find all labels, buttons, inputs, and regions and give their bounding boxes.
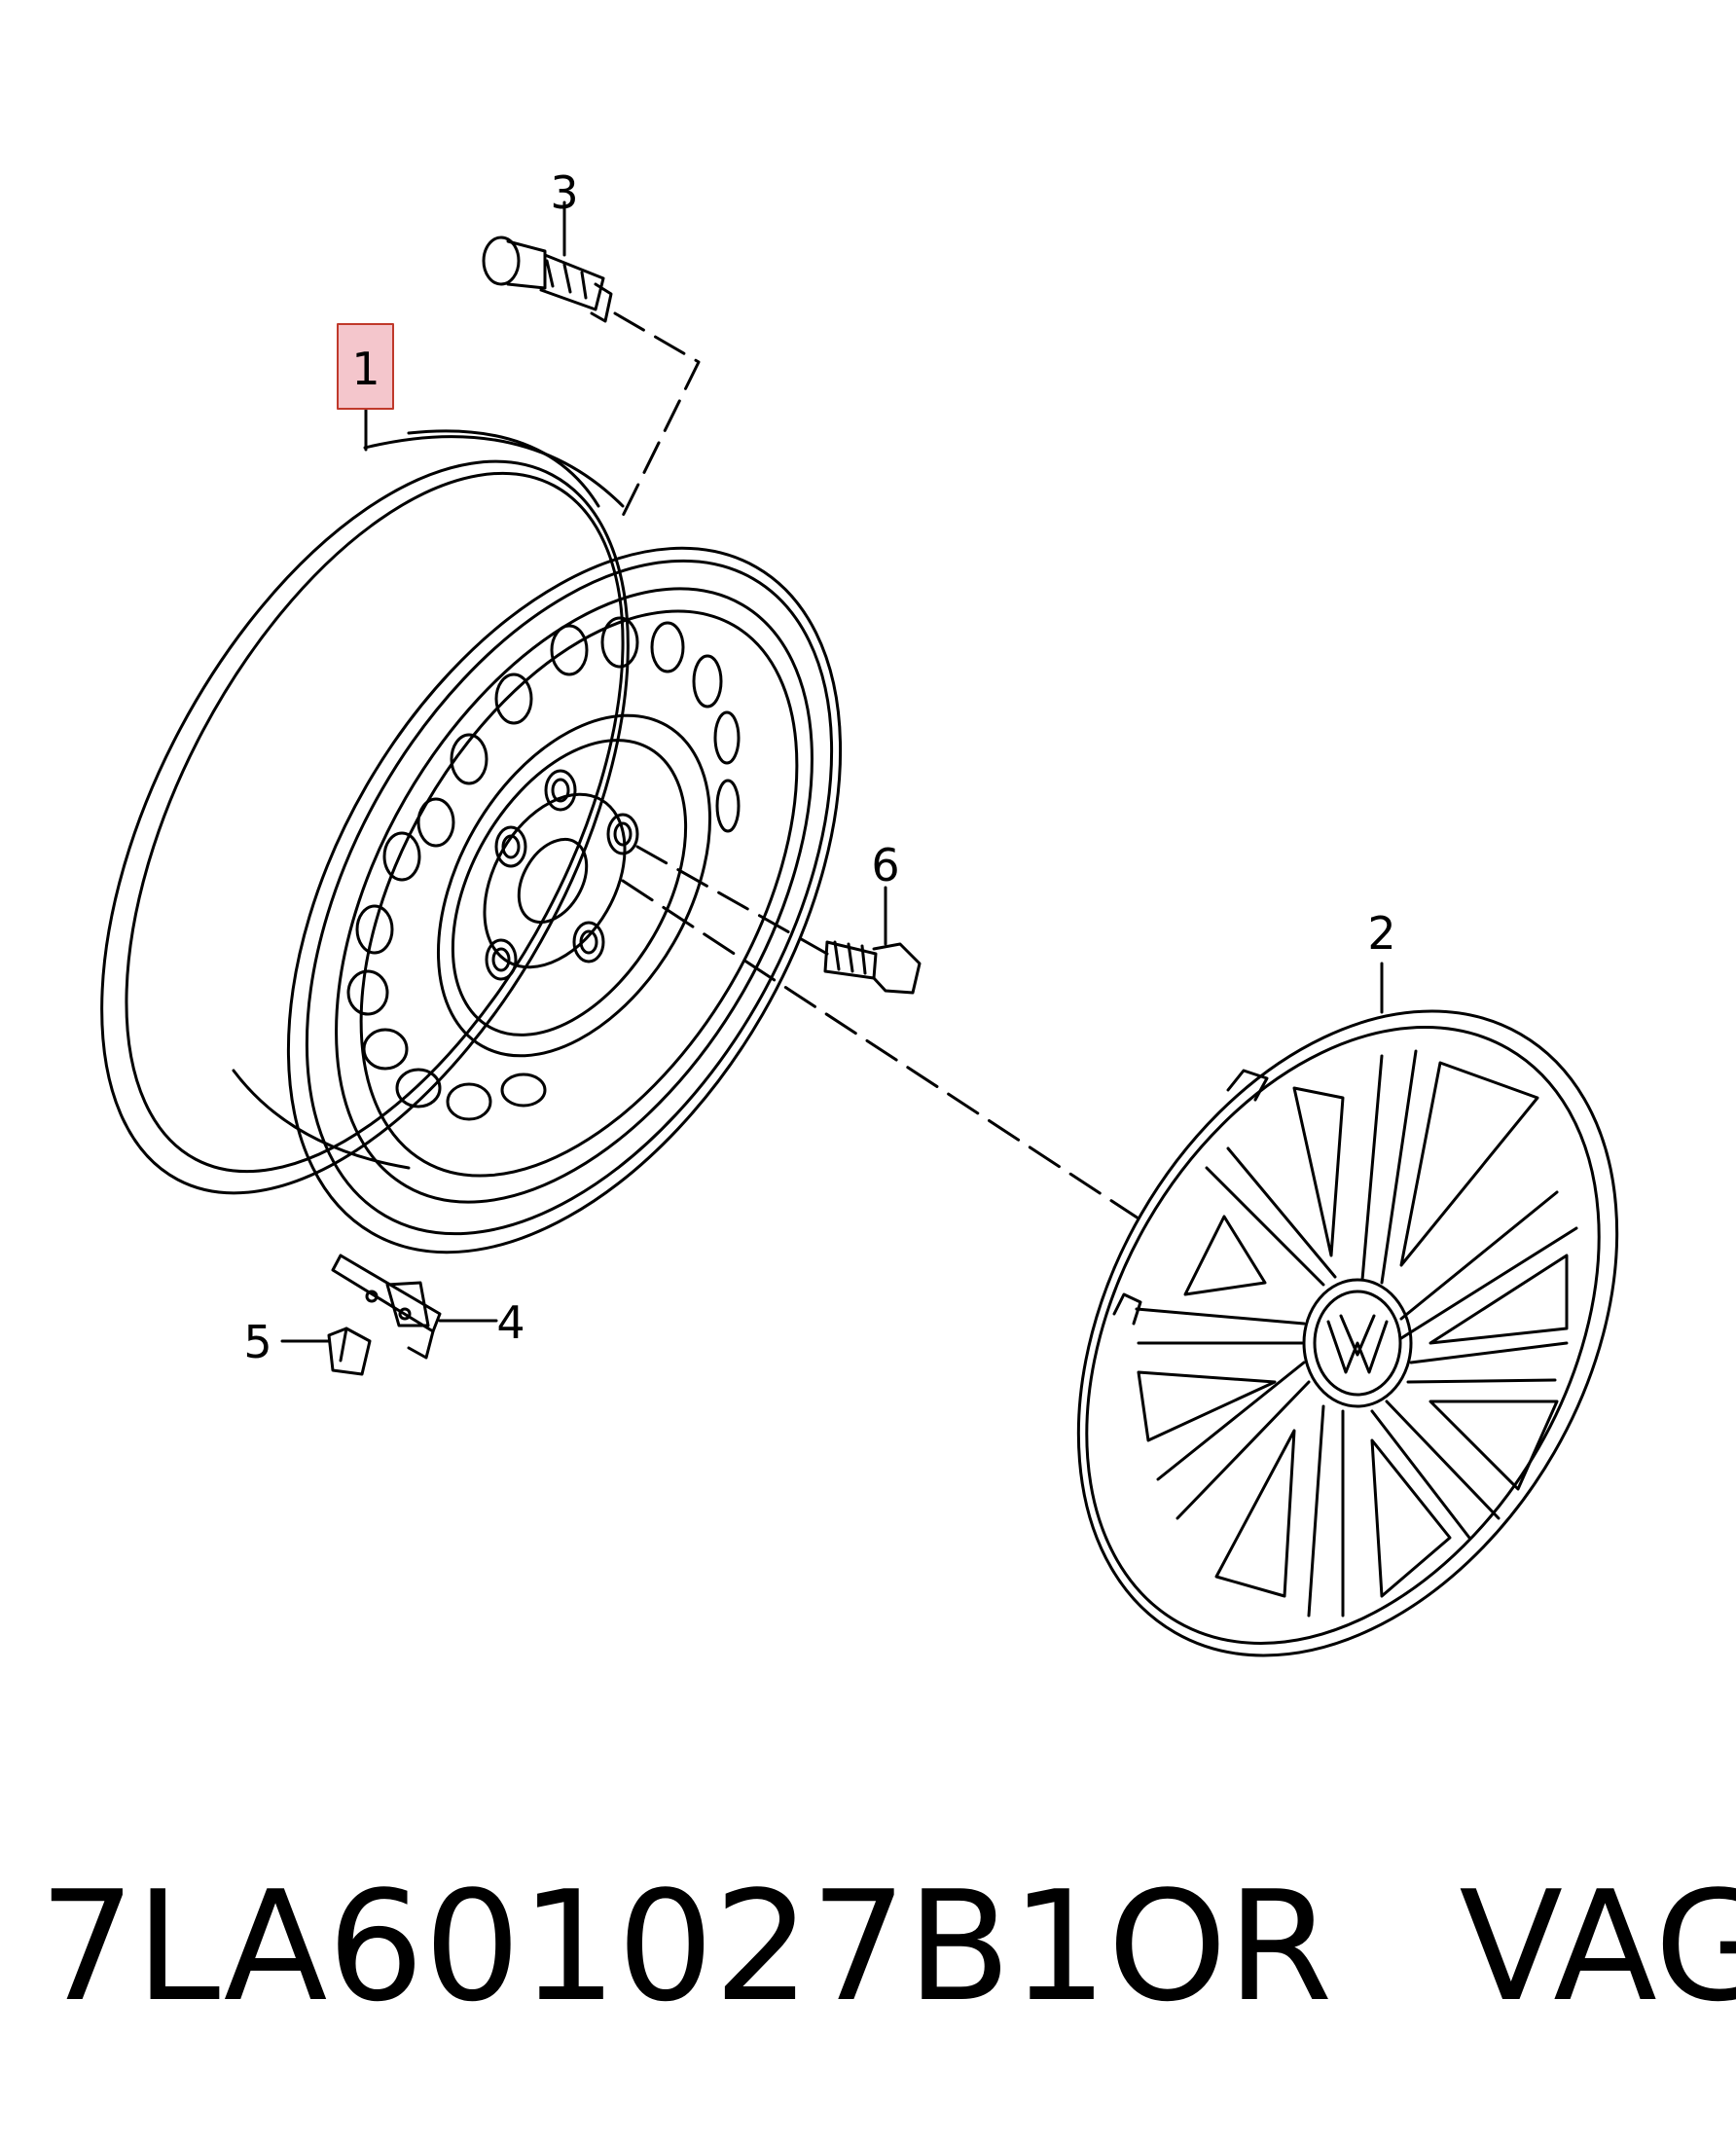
wheel-bolt-3	[482, 200, 701, 518]
callout-4: 4	[496, 1296, 524, 1349]
hubcap	[1076, 962, 1619, 1657]
clip-5	[280, 1327, 372, 1376]
screw-6	[635, 845, 922, 995]
callout-3: 3	[550, 166, 578, 219]
callout-1: 1	[351, 343, 380, 395]
part-caption: 7LA601027B1OR VAG	[39, 1849, 1736, 2044]
callout-5: 5	[243, 1316, 271, 1368]
callout-2: 2	[1367, 907, 1395, 960]
clip-4	[331, 1254, 498, 1360]
axis-line	[621, 879, 1140, 1220]
steel-wheel	[100, 429, 843, 1254]
brand-name: VAG	[1459, 1858, 1736, 2035]
part-number: 7LA601027B1OR	[39, 1858, 1333, 2035]
callout-highlight-box	[337, 323, 394, 410]
callout-6: 6	[871, 839, 899, 891]
